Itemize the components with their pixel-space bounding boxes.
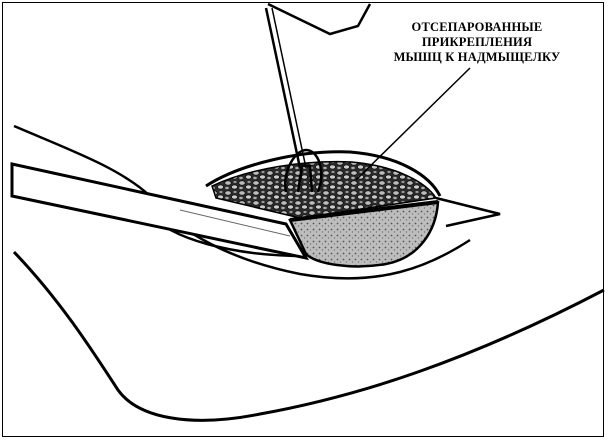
limb-lower-outline <box>14 252 604 420</box>
callout-label: ОТСЕПАРОВАННЫЕ ПРИКРЕПЛЕНИЯ МЫШЦ К НАДМЫ… <box>352 20 602 65</box>
retractor-shaft <box>266 8 300 168</box>
callout-line-1: ОТСЕПАРОВАННЫЕ <box>352 20 602 35</box>
callout-line-3: МЫШЦ К НАДМЫЩЕЛКУ <box>352 50 602 65</box>
wound-flap-right <box>436 198 500 226</box>
callout-leader-line <box>356 68 470 180</box>
callout-line-2: ПРИКРЕПЛЕНИЯ <box>352 35 602 50</box>
